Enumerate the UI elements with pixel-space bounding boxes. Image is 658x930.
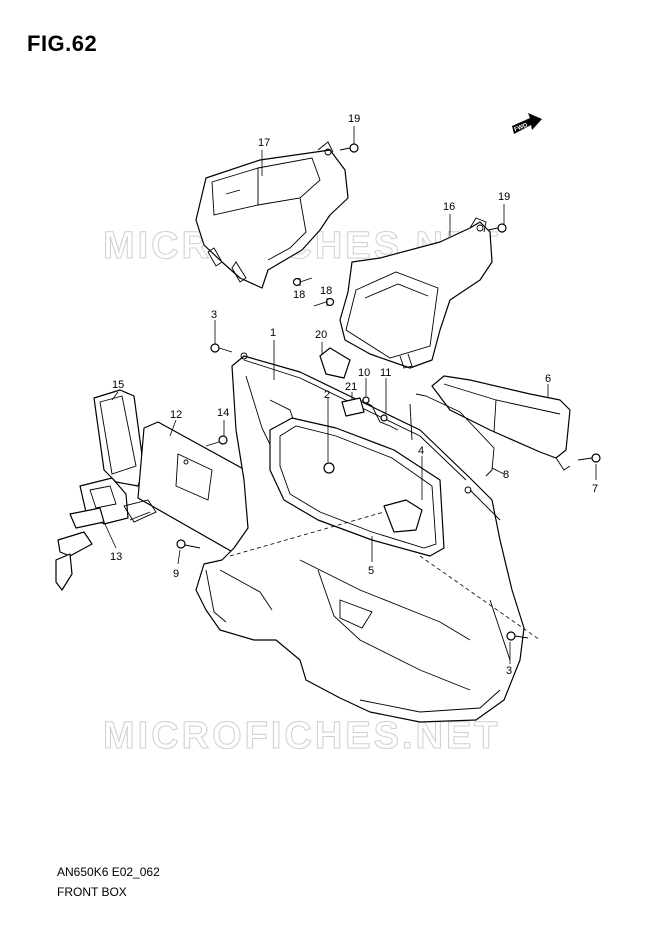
part-3-screw-icon-bottom[interactable] [506, 631, 529, 641]
part-10-rod[interactable] [361, 399, 399, 431]
callout-18-left: 18 [293, 289, 305, 301]
part-21-bracket[interactable] [341, 397, 365, 417]
part-18-screw-icon-left[interactable] [292, 277, 313, 287]
part-18-screw-icon-right[interactable] [313, 297, 335, 307]
part-17-left-duct[interactable] [195, 141, 349, 289]
callout-19-right: 19 [498, 191, 510, 203]
part-19-screw-icon-left[interactable] [339, 143, 359, 153]
callout-6: 6 [545, 373, 551, 385]
part-15-lid[interactable] [93, 389, 145, 487]
part-16-right-duct[interactable] [339, 217, 493, 369]
callout-7: 7 [592, 483, 598, 495]
part-6-cover[interactable] [431, 375, 571, 471]
fwd-arrow-icon: FWD [512, 113, 542, 134]
callout-2: 2 [324, 389, 330, 401]
part-10-screw-icon[interactable] [362, 396, 370, 404]
callout-14: 14 [217, 407, 229, 419]
part-3-screw-icon-top[interactable] [210, 343, 233, 353]
callout-11: 11 [380, 367, 391, 379]
callout-16: 16 [443, 201, 455, 213]
part-13-lock-set[interactable] [55, 477, 157, 591]
callout-10: 10 [358, 367, 370, 379]
figure-title: FIG.62 [27, 31, 98, 56]
callout-21: 21 [345, 381, 357, 393]
drawing-code: AN650K6 E02_062 [57, 865, 160, 879]
leader-lines [103, 126, 597, 664]
part-8-seal[interactable] [415, 393, 495, 477]
part-11-screw-icon[interactable] [380, 414, 388, 422]
figure-caption: FRONT BOX [57, 885, 127, 899]
part-2-screw-icon[interactable] [323, 462, 335, 474]
callout-3-bottom: 3 [506, 665, 512, 677]
callout-4: 4 [418, 445, 424, 457]
callout-9: 9 [173, 568, 179, 580]
part-20-clip[interactable] [319, 347, 351, 379]
part-19-screw-icon-right[interactable] [487, 223, 507, 233]
callout-3-top: 3 [211, 309, 217, 321]
callout-13: 13 [110, 551, 122, 563]
callout-5: 5 [368, 565, 374, 577]
callout-17: 17 [258, 137, 270, 149]
callout-1: 1 [270, 327, 276, 339]
callout-18-right: 18 [320, 285, 332, 297]
callout-15: 15 [112, 379, 124, 391]
fwd-label: FWD [514, 122, 530, 133]
callout-8: 8 [503, 469, 509, 481]
callout-12: 12 [170, 409, 182, 421]
part-4-frame[interactable] [269, 417, 445, 557]
part-8-seal-end [409, 403, 413, 441]
part-7-screw-icon[interactable] [577, 453, 601, 463]
callout-20: 20 [315, 329, 327, 341]
callout-labels: 17 19 16 19 18 18 3 1 20 21 10 11 2 4 5 … [110, 113, 598, 677]
part-14-screw-icon[interactable] [205, 435, 228, 447]
callout-19-left: 19 [348, 113, 360, 125]
part-9-bolt-icon[interactable] [176, 539, 201, 549]
